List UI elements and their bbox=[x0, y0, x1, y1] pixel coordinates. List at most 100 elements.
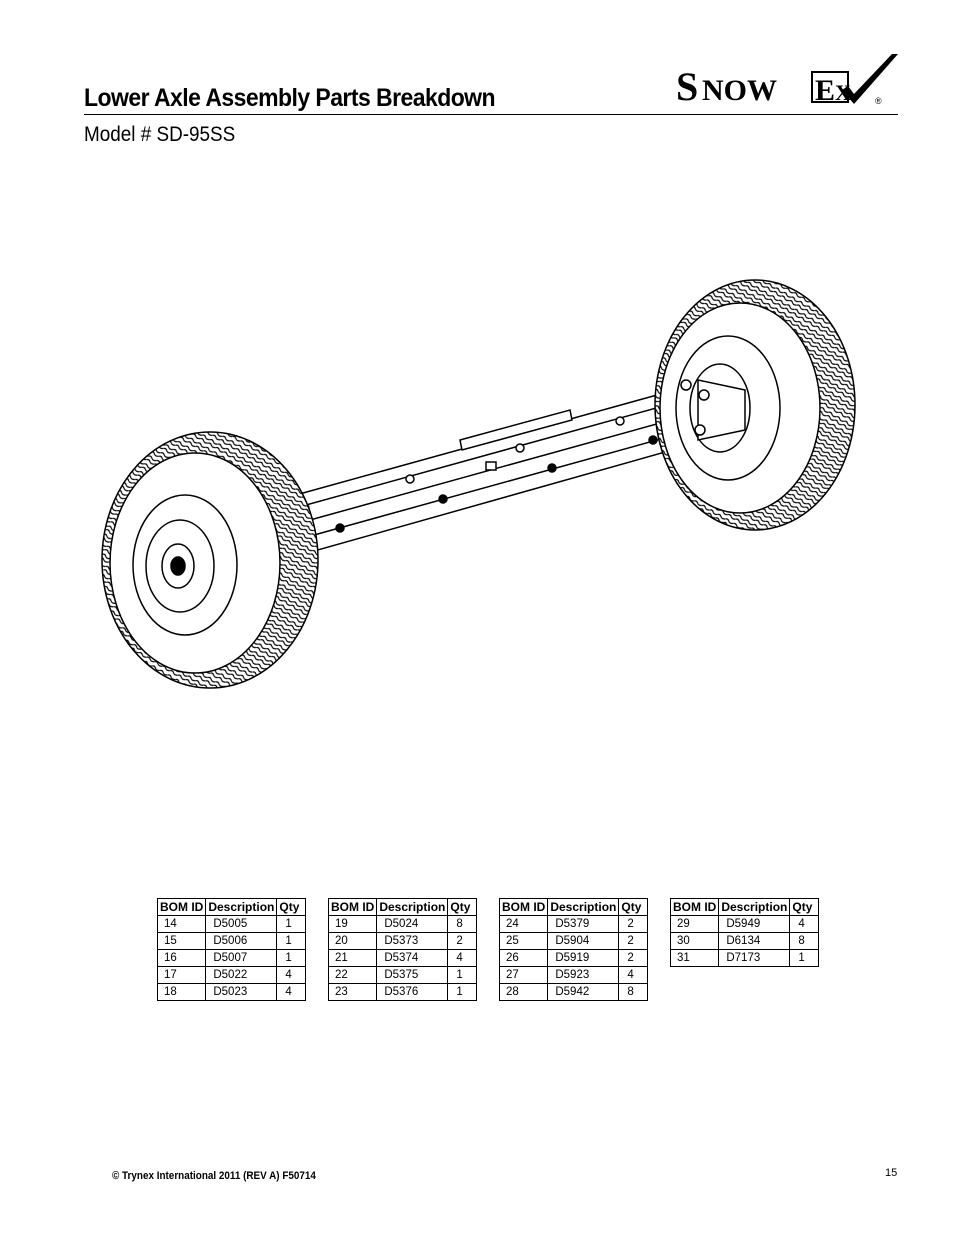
description: D5373 bbox=[376, 932, 449, 950]
description: D5904 bbox=[547, 932, 620, 950]
bom-id: 21 bbox=[327, 949, 378, 967]
qty: 2 bbox=[447, 932, 478, 950]
description: D5942 bbox=[547, 983, 620, 1001]
description: D5949 bbox=[718, 915, 791, 933]
qty: 8 bbox=[789, 932, 820, 950]
bom-header-row: BOM ID Description Qty bbox=[327, 898, 478, 916]
qty: 4 bbox=[618, 966, 649, 984]
left-wheel bbox=[101, 431, 319, 689]
col-bom-id: BOM ID bbox=[327, 898, 378, 916]
qty: 4 bbox=[276, 966, 307, 984]
bom-id: 31 bbox=[669, 949, 720, 967]
qty: 4 bbox=[447, 949, 478, 967]
description: D5023 bbox=[205, 983, 278, 1001]
description: D5376 bbox=[376, 983, 449, 1001]
bom-id: 22 bbox=[327, 966, 378, 984]
col-bom-id: BOM ID bbox=[669, 898, 720, 916]
description: D5374 bbox=[376, 949, 449, 967]
description: D5375 bbox=[376, 966, 449, 984]
col-description: Description bbox=[718, 898, 791, 916]
description: D5007 bbox=[205, 949, 278, 967]
qty: 2 bbox=[618, 915, 649, 933]
axle-assembly-drawing bbox=[101, 279, 856, 689]
model-number: Model # SD-95SS bbox=[84, 123, 236, 146]
bom-header-row: BOM ID Description Qty bbox=[498, 898, 649, 916]
col-qty: Qty bbox=[447, 898, 478, 916]
svg-text:E: E bbox=[815, 74, 835, 107]
col-qty: Qty bbox=[789, 898, 820, 916]
svg-text:X: X bbox=[835, 80, 851, 105]
snowex-logo: S NOW E X ® bbox=[676, 54, 898, 109]
bom-id: 18 bbox=[156, 983, 207, 1001]
logo-text-now: NOW bbox=[702, 74, 777, 107]
col-bom-id: BOM ID bbox=[498, 898, 549, 916]
qty: 1 bbox=[276, 949, 307, 967]
bom-id: 25 bbox=[498, 932, 549, 950]
axle-beam bbox=[284, 389, 691, 556]
description: D5919 bbox=[547, 949, 620, 967]
description: D5379 bbox=[547, 915, 620, 933]
bom-id: 24 bbox=[498, 915, 549, 933]
bom-id: 26 bbox=[498, 949, 549, 967]
bom-id: 14 bbox=[156, 915, 207, 933]
qty: 8 bbox=[618, 983, 649, 1001]
bom-id: 20 bbox=[327, 932, 378, 950]
copyright-footer: © Trynex International 2011 (REV A) F507… bbox=[112, 1170, 316, 1182]
description: D5005 bbox=[205, 915, 278, 933]
bom-id: 16 bbox=[156, 949, 207, 967]
qty: 1 bbox=[276, 932, 307, 950]
qty: 2 bbox=[618, 949, 649, 967]
qty: 1 bbox=[276, 915, 307, 933]
qty: 1 bbox=[789, 949, 820, 967]
col-qty: Qty bbox=[618, 898, 649, 916]
bom-id: 28 bbox=[498, 983, 549, 1001]
registered-mark: ® bbox=[875, 96, 882, 106]
col-qty: Qty bbox=[276, 898, 307, 916]
bom-id: 27 bbox=[498, 966, 549, 984]
description: D5022 bbox=[205, 966, 278, 984]
description: D7173 bbox=[718, 949, 791, 967]
description: D5923 bbox=[547, 966, 620, 984]
title-divider bbox=[84, 114, 898, 115]
description: D6134 bbox=[718, 932, 791, 950]
page-title: Lower Axle Assembly Parts Breakdown bbox=[84, 84, 496, 112]
qty: 1 bbox=[447, 966, 478, 984]
qty: 8 bbox=[447, 915, 478, 933]
col-description: Description bbox=[205, 898, 278, 916]
col-bom-id: BOM ID bbox=[156, 898, 207, 916]
qty: 1 bbox=[447, 983, 478, 1001]
qty: 2 bbox=[618, 932, 649, 950]
description: D5006 bbox=[205, 932, 278, 950]
bom-id: 30 bbox=[669, 932, 720, 950]
right-wheel bbox=[654, 279, 856, 531]
bom-id: 23 bbox=[327, 983, 378, 1001]
description: D5024 bbox=[376, 915, 449, 933]
qty: 4 bbox=[276, 983, 307, 1001]
bom-id: 17 bbox=[156, 966, 207, 984]
logo-text-snow: S bbox=[676, 64, 698, 109]
page-number: 15 bbox=[885, 1167, 898, 1179]
bom-header-row: BOM ID Description Qty bbox=[669, 898, 820, 916]
col-description: Description bbox=[376, 898, 449, 916]
bom-id: 15 bbox=[156, 932, 207, 950]
qty: 4 bbox=[789, 915, 820, 933]
checkmark-icon bbox=[842, 54, 898, 104]
